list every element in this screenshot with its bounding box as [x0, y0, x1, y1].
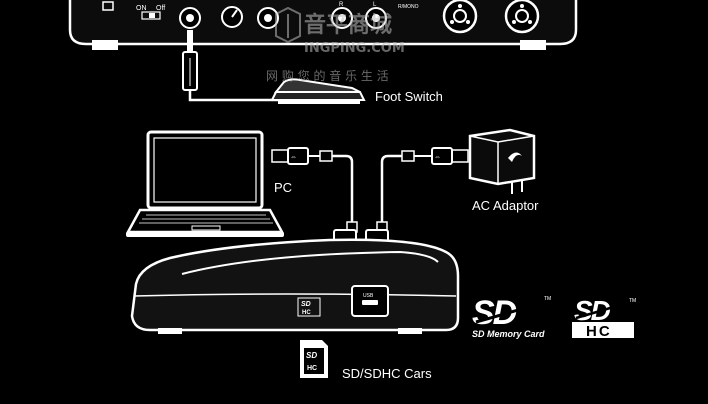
ac-adaptor-logo-icon	[508, 152, 522, 162]
ac-adaptor	[468, 128, 536, 194]
usb-port-label: USB	[363, 293, 374, 299]
usb-symbol-icon: ⇔	[290, 154, 297, 161]
laptop-touchpad	[191, 225, 221, 231]
power-switch-toggle	[149, 13, 155, 18]
power-switch	[141, 11, 161, 20]
ac-adaptor-label: AC Adaptor	[472, 198, 539, 213]
device-foot-left	[92, 40, 118, 50]
watermark-domain: INGPING.COM	[304, 41, 405, 56]
watermark: 音平商城 INGPING.COM 网 购 您 的 音 乐 生 活	[266, 6, 405, 83]
watermark-logo-icon	[275, 6, 301, 44]
laptop-pc	[125, 130, 285, 237]
sd-memory-card-logo: SD TM SD Memory Card	[472, 294, 553, 339]
audio-device-top: ON Off R L R/MONO	[68, 0, 578, 50]
sd-cards-label: SD/SDHC Cars	[342, 366, 432, 381]
watermark-brand: 音平商城	[304, 12, 392, 38]
usb-symbol-icon-2: ⇔	[434, 154, 441, 161]
foot-switch-label: Foot Switch	[375, 89, 443, 104]
jack-l-label: L	[373, 2, 377, 8]
sd-logo-swoosh	[475, 298, 553, 324]
foot-switch-pedal	[270, 78, 366, 104]
jack-mono-label: R/MONO	[398, 4, 419, 10]
switch-off-label: Off	[156, 5, 165, 12]
sd-card-hc-letters: HC	[307, 365, 317, 372]
sdhc-logo-hc-letters: HC	[586, 323, 612, 340]
footswitch-jack-core	[186, 14, 194, 22]
sdhc-logo-tm: TM	[629, 298, 636, 304]
main-foot-right	[398, 328, 422, 334]
jack-r-label: R	[339, 2, 344, 8]
mini-usb-port	[362, 300, 378, 305]
laptop-keyboard	[125, 208, 285, 234]
sdhc-logo-sd-letters: SD	[574, 295, 611, 326]
footswitch-cable	[182, 30, 282, 102]
sd-memory-card-text: SD Memory Card	[472, 329, 545, 339]
sd-logo-tm: TM	[544, 296, 551, 302]
sd-card: SD HC	[300, 340, 328, 378]
device-sd-slot	[297, 297, 321, 317]
device-sd-letters: SD	[301, 301, 311, 308]
main-foot-left	[158, 328, 182, 334]
pc-label: PC	[274, 180, 292, 195]
audio-device-main: USB SD HC	[130, 238, 460, 334]
device-foot-right	[520, 40, 546, 50]
sdhc-hc-bar	[572, 322, 634, 338]
watermark-slogan: 网 购 您 的 音 乐 生 活	[266, 68, 389, 83]
panel-icon	[102, 1, 114, 11]
device-hc-letters: HC	[302, 310, 311, 316]
sd-card-sd-letters: SD	[306, 351, 317, 360]
switch-on-label: ON	[136, 5, 147, 12]
sdhc-logo: SD TM HC	[572, 295, 636, 340]
